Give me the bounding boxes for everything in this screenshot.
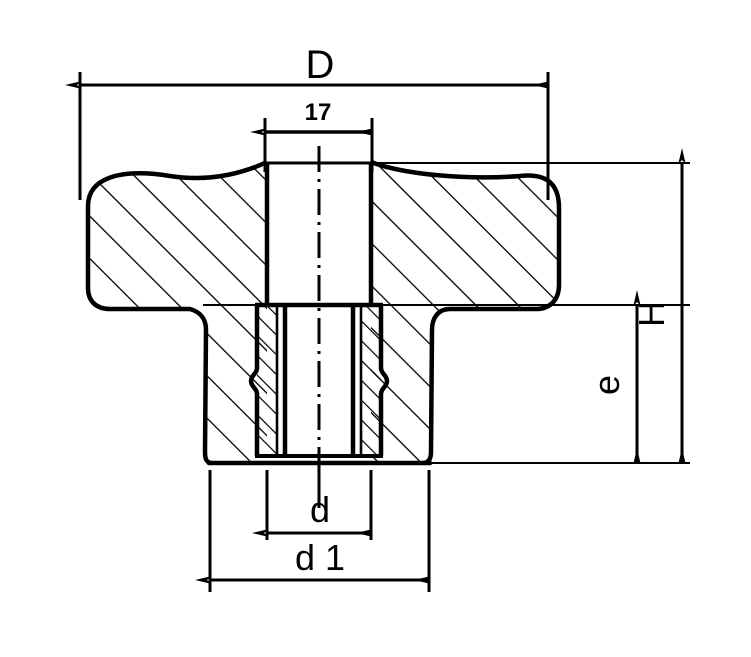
insert-outer-left-with-notch bbox=[248, 305, 260, 456]
seventeen-label: 17 bbox=[305, 99, 332, 126]
dimension-e: e bbox=[586, 290, 641, 464]
knob-top-profile-left bbox=[85, 159, 268, 207]
D-label: D bbox=[306, 43, 335, 87]
dimension-d1: d 1 bbox=[195, 470, 431, 592]
hatch-fill-left bbox=[88, 162, 267, 463]
insert-outer-right-with-notch bbox=[378, 305, 390, 456]
e-label: e bbox=[586, 375, 627, 395]
d-label: d bbox=[310, 489, 330, 530]
d1-label: d 1 bbox=[295, 537, 345, 578]
knob-body-left-half bbox=[85, 159, 268, 466]
dimension-17: 17 bbox=[250, 99, 374, 172]
insert-right-wall-hatch bbox=[361, 305, 381, 455]
knob-top-profile-right bbox=[370, 159, 562, 209]
knob-outer-profile-left bbox=[85, 206, 213, 466]
knob-outer-profile-right bbox=[422, 208, 562, 466]
insert-left-wall-hatch bbox=[257, 305, 277, 455]
dimension-H: H bbox=[631, 148, 686, 464]
dimension-D: D bbox=[65, 43, 550, 200]
knob-body-right-half bbox=[370, 159, 562, 466]
dimension-d: d bbox=[252, 470, 373, 540]
hatch-fill-right bbox=[371, 162, 559, 463]
